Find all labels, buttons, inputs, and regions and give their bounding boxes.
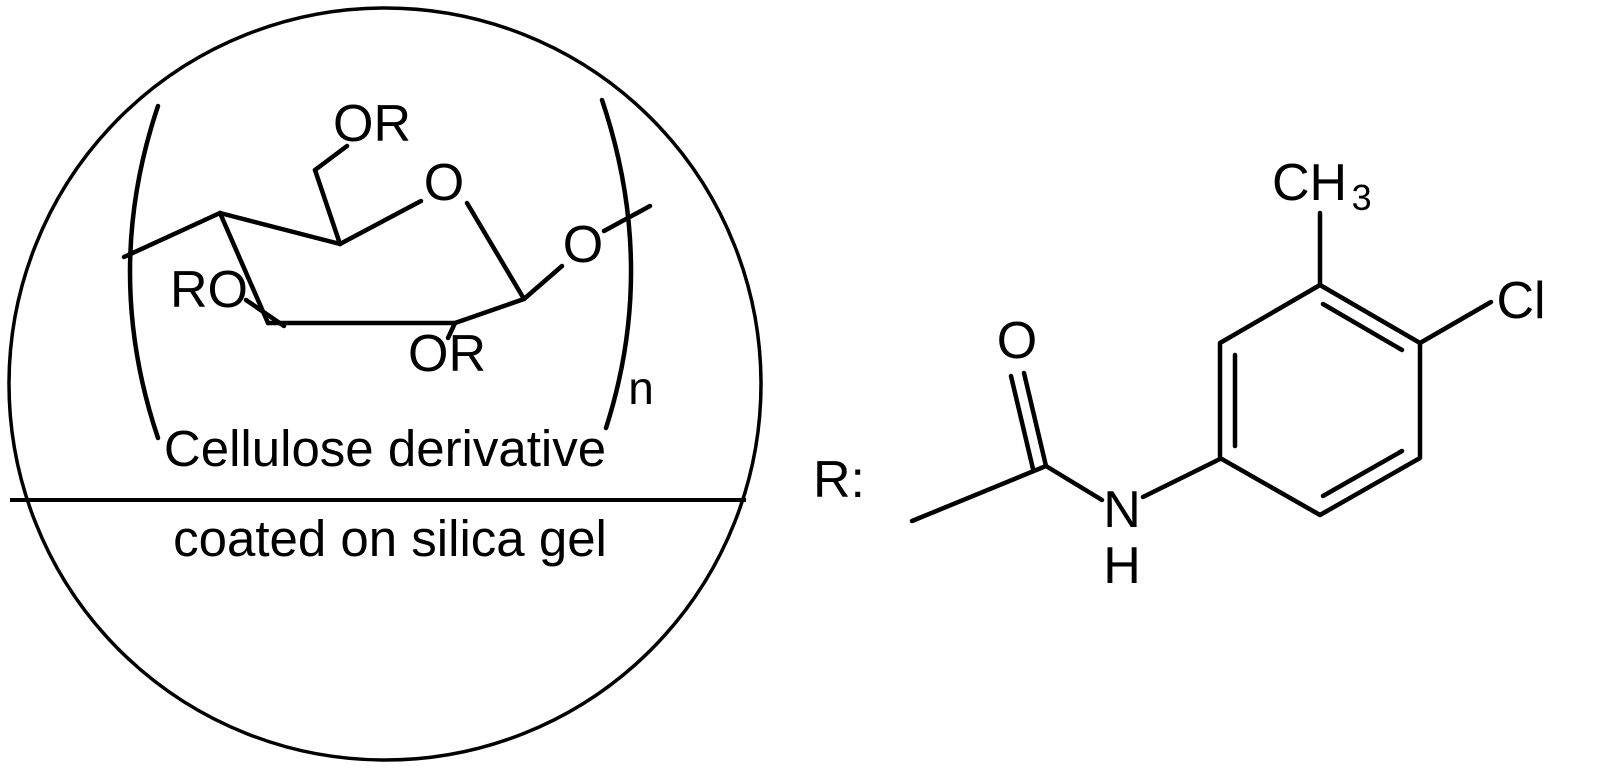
label-methyl: CH 3	[1272, 154, 1372, 218]
bond-ro-left-c3	[243, 297, 287, 329]
bond-c2-or-bottom	[445, 320, 458, 341]
label-r-colon: R:	[813, 451, 865, 509]
label-amide-nitrogen: N	[1103, 481, 1141, 539]
carbonyl-double-bond-line2	[1008, 373, 1036, 472]
bond-ring-oxygen-c1	[464, 200, 527, 302]
bond-attachment-carbonyl	[909, 463, 1049, 524]
right-parenthesis	[599, 97, 634, 431]
caption-coated-on-silica: coated on silica gel	[173, 510, 607, 567]
label-ring-oxygen: O	[424, 154, 464, 212]
benzene-ring	[1217, 282, 1423, 518]
r-group-structure: R: O N H CH 3 Cl	[813, 154, 1546, 595]
silica-circle-group: Cellulose derivative coated on silica ge…	[7, 6, 763, 762]
label-amide-hydrogen: H	[1103, 537, 1141, 595]
bond-carbonyl-nitrogen	[1043, 463, 1105, 503]
label-chlorine: Cl	[1496, 272, 1545, 330]
label-carbonyl-oxygen: O	[997, 312, 1037, 370]
label-methyl-subscript: 3	[1352, 177, 1372, 218]
bond-c3-c4	[217, 210, 271, 326]
aromatic-inner-bond-bottom-right	[1320, 448, 1405, 499]
label-repeat-n: n	[628, 362, 654, 414]
bond-glycosidic-chain-right	[601, 203, 653, 234]
bond-c5-c6	[312, 167, 343, 247]
bond-c5-ring-oxygen	[337, 198, 424, 247]
bond-chain-left	[121, 210, 223, 260]
bond-nitrogen-ring	[1140, 456, 1223, 500]
caption-cellulose-derivative: Cellulose derivative	[164, 420, 606, 477]
bond-c4-c5	[217, 210, 343, 247]
cellulose-unit-group: OR O O RO OR n	[121, 95, 654, 441]
left-parenthesis	[127, 103, 161, 441]
aromatic-inner-bond-top-right	[1320, 301, 1405, 353]
label-ro-left: RO	[170, 261, 248, 319]
label-glycosidic-oxygen: O	[563, 216, 603, 274]
label-methyl-main: CH	[1272, 154, 1347, 212]
bond-c1-glycosidic-oxygen	[521, 263, 565, 302]
bond-c1-c2	[452, 296, 527, 326]
label-or-bottom: OR	[408, 325, 486, 383]
bond-ring-chlorine	[1417, 299, 1494, 346]
label-or-top: OR	[333, 95, 411, 153]
silica-particle-circle	[7, 6, 763, 762]
bond-c6-or-top	[312, 143, 350, 173]
carbonyl-double-bond-line1	[1021, 370, 1049, 469]
